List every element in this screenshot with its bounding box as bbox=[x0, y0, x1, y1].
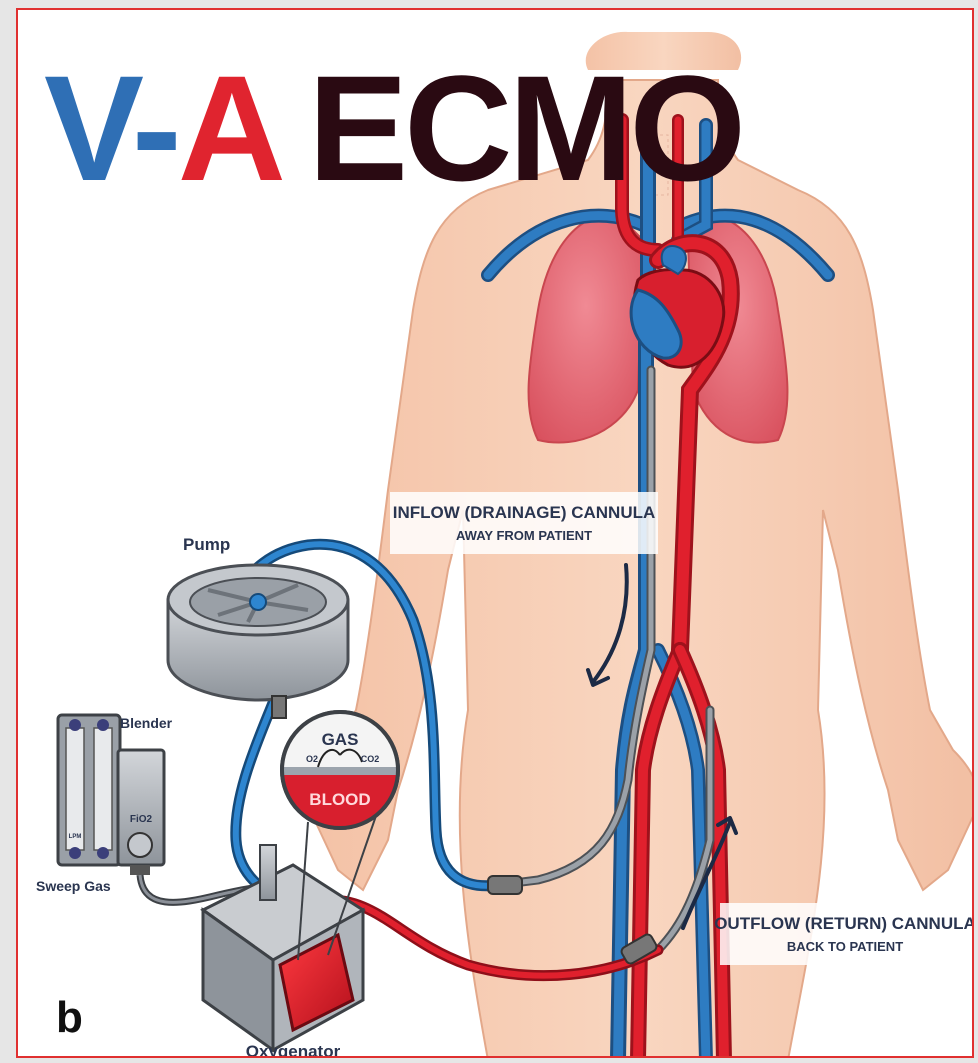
pump bbox=[168, 565, 348, 718]
outflow-label-box: Outflow (Return) cannula Back to patient bbox=[714, 903, 974, 965]
panel-letter: b bbox=[56, 993, 83, 1042]
magnifier-blood-label: BLOOD bbox=[309, 790, 370, 809]
outflow-label-line2: Back to patient bbox=[787, 939, 903, 954]
inflow-label-line1: Inflow (Drainage) cannula bbox=[393, 503, 656, 522]
title-dash: - bbox=[132, 44, 178, 212]
title-ecmo: ECMO bbox=[308, 44, 742, 212]
oxygenator-label: Oxygenator bbox=[246, 1042, 341, 1058]
outflow-label-line1: Outflow (Return) cannula bbox=[714, 914, 974, 933]
fio2-label: FiO2 bbox=[130, 814, 153, 825]
sweep-gas-label: Sweep Gas bbox=[36, 878, 111, 894]
pump-label: Pump bbox=[183, 535, 230, 554]
inflow-label-line2: Away from patient bbox=[456, 528, 592, 543]
title-a: A bbox=[178, 44, 283, 212]
blender-device bbox=[58, 715, 164, 875]
inflow-label-box: Inflow (Drainage) cannula Away from pati… bbox=[390, 492, 658, 554]
magnifier-gas-label: GAS bbox=[322, 730, 359, 749]
title-v: V bbox=[44, 44, 144, 212]
lpm-label: LPM bbox=[69, 834, 82, 840]
blender-label: Blender bbox=[120, 715, 173, 731]
magnifier-o2-label: O2 bbox=[306, 754, 318, 764]
oxygenator bbox=[203, 845, 363, 1050]
magnifier-co2-label: CO2 bbox=[361, 754, 380, 764]
